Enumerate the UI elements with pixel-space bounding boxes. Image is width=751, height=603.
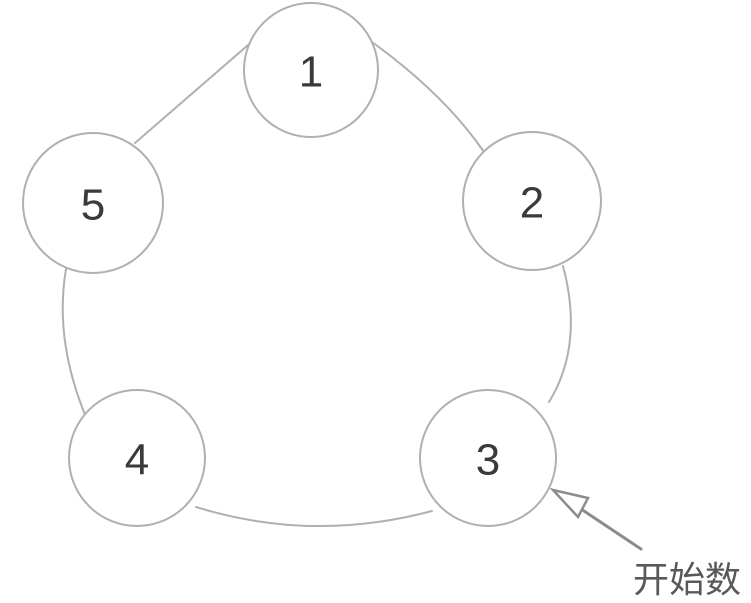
edge-3-to-4 bbox=[195, 506, 433, 527]
node-1-label: 1 bbox=[299, 48, 323, 97]
node-2-circle[interactable] bbox=[462, 131, 602, 271]
start-annotation-arrow bbox=[549, 487, 643, 551]
node-5[interactable]: 5 bbox=[22, 132, 164, 274]
edge-group bbox=[61, 38, 572, 527]
node-4-circle[interactable] bbox=[68, 389, 206, 527]
node-3[interactable]: 3 bbox=[419, 389, 557, 527]
node-5-circle[interactable] bbox=[22, 132, 164, 274]
node-3-label: 3 bbox=[476, 436, 500, 485]
node-5-label: 5 bbox=[81, 181, 105, 230]
node-4-label: 4 bbox=[125, 436, 149, 485]
node-2[interactable]: 2 bbox=[462, 131, 602, 271]
edge-5-to-1 bbox=[134, 38, 256, 144]
edge-1-to-2 bbox=[371, 41, 485, 153]
edge-4-to-5 bbox=[61, 268, 87, 418]
node-4[interactable]: 4 bbox=[68, 389, 206, 527]
node-1[interactable]: 1 bbox=[243, 2, 379, 138]
start-annotation-label: 开始数 bbox=[633, 560, 741, 601]
arrow-head-open-triangle bbox=[549, 487, 590, 520]
node-2-label: 2 bbox=[520, 179, 544, 228]
arrow-shaft-line bbox=[576, 505, 643, 551]
node-3-circle[interactable] bbox=[419, 389, 557, 527]
node-1-circle[interactable] bbox=[243, 2, 379, 138]
edge-2-to-3 bbox=[548, 265, 572, 403]
